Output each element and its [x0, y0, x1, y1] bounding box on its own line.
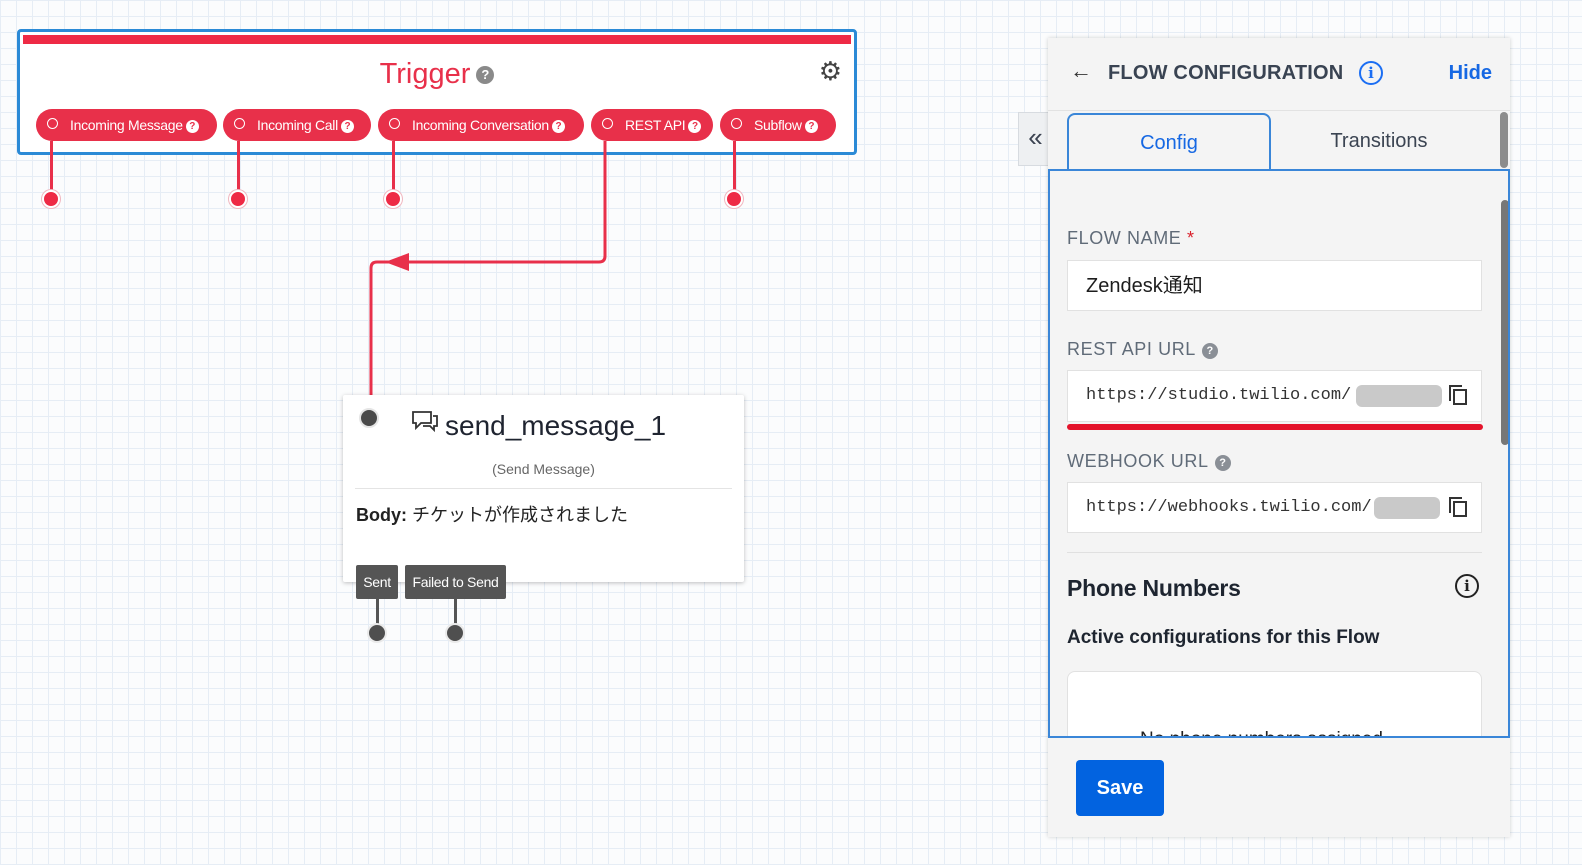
- hide-link[interactable]: Hide: [1448, 62, 1492, 84]
- webhook-url-field[interactable]: https://webhooks.twilio.com/: [1067, 482, 1482, 533]
- help-icon[interactable]: ?: [476, 66, 495, 85]
- trigger-widget[interactable]: Trigger? ⚙ Incoming Message? Incoming Ca…: [17, 29, 857, 155]
- radio-circle-icon: [234, 118, 245, 129]
- scrollbar[interactable]: [1500, 112, 1508, 168]
- rest-api-url-field[interactable]: https://studio.twilio.com/: [1067, 370, 1482, 422]
- connector-line: [392, 141, 395, 193]
- trigger-pill-rest-api[interactable]: REST API?: [591, 109, 713, 141]
- connector-line: [376, 599, 379, 625]
- webhook-url-label-text: WEBHOOK URL: [1067, 451, 1209, 471]
- help-icon[interactable]: ?: [804, 120, 818, 133]
- save-button[interactable]: Save: [1076, 760, 1164, 816]
- widget-body: Body: チケットが作成されました: [356, 501, 628, 527]
- widget-title: send_message_1: [411, 409, 666, 442]
- trigger-title: Trigger?: [20, 58, 854, 91]
- body-label: Body:: [356, 505, 407, 525]
- copy-icon[interactable]: [1449, 497, 1467, 517]
- connection-dot[interactable]: [384, 190, 402, 208]
- phone-numbers-title: Phone Numbers: [1067, 575, 1241, 601]
- flow-name-label-text: FLOW NAME: [1067, 228, 1182, 248]
- input-connection-dot[interactable]: [359, 408, 379, 428]
- radio-circle-icon: [47, 118, 58, 129]
- help-icon[interactable]: ?: [185, 120, 199, 133]
- help-icon[interactable]: ?: [688, 120, 702, 133]
- divider: [1067, 552, 1482, 553]
- tab-transitions[interactable]: Transitions: [1330, 130, 1428, 152]
- webhook-url-label: WEBHOOK URL?: [1067, 451, 1231, 472]
- connection-dot[interactable]: [42, 190, 60, 208]
- flow-name-label: FLOW NAME *: [1067, 228, 1195, 249]
- gears-icon[interactable]: ⚙: [818, 56, 842, 86]
- widget-title-text: send_message_1: [445, 410, 667, 441]
- trigger-pill-incoming-conversation[interactable]: Incoming Conversation?: [378, 109, 584, 141]
- rest-api-url-value: https://studio.twilio.com/: [1086, 386, 1352, 405]
- scrollbar[interactable]: [1501, 200, 1508, 445]
- webhook-url-value: https://webhooks.twilio.com/: [1086, 498, 1372, 517]
- help-icon[interactable]: ?: [340, 120, 354, 133]
- connector-line: [733, 141, 736, 193]
- connection-dot[interactable]: [367, 623, 387, 643]
- collapse-panel-button[interactable]: «: [1018, 112, 1052, 166]
- radio-circle-icon: [731, 118, 742, 129]
- flow-name-value: Zendesk通知: [1086, 275, 1203, 297]
- connection-dot[interactable]: [725, 190, 743, 208]
- pill-label: Subflow: [754, 117, 802, 133]
- pill-label: REST API: [625, 117, 686, 133]
- radio-circle-icon: [389, 118, 400, 129]
- radio-circle-icon: [602, 118, 613, 129]
- info-icon[interactable]: i: [1359, 61, 1383, 85]
- help-icon[interactable]: ?: [551, 120, 565, 133]
- phone-numbers-box: No phone numbers assigned: [1067, 671, 1482, 736]
- pill-label: Incoming Conversation: [412, 117, 549, 133]
- connector-line: [50, 141, 53, 193]
- trigger-title-text: Trigger: [379, 58, 471, 90]
- copy-icon[interactable]: [1449, 385, 1467, 405]
- arrow-left-icon[interactable]: ←: [1070, 58, 1092, 83]
- divider: [355, 488, 732, 489]
- active-configurations-label: Active configurations for this Flow: [1067, 627, 1380, 648]
- no-phone-numbers-text: No phone numbers assigned: [1140, 729, 1383, 736]
- connector-line: [454, 599, 457, 625]
- pill-label: Incoming Call: [257, 117, 338, 133]
- help-icon[interactable]: ?: [1201, 343, 1218, 359]
- transition-failed-to-send[interactable]: Failed to Send: [405, 565, 506, 599]
- transition-sent[interactable]: Sent: [356, 565, 398, 599]
- panel-title: FLOW CONFIGURATION: [1108, 62, 1344, 84]
- arrowhead-icon: [385, 253, 409, 271]
- flow-configuration-panel: ← FLOW CONFIGURATION i Hide Config Trans…: [1048, 38, 1510, 837]
- body-value: チケットが作成されました: [412, 505, 629, 525]
- redacted-blur: [1356, 385, 1442, 407]
- rest-api-url-label: REST API URL?: [1067, 339, 1218, 360]
- panel-header: ← FLOW CONFIGURATION i Hide: [1048, 38, 1510, 111]
- flow-name-field[interactable]: Zendesk通知: [1067, 260, 1482, 311]
- widget-subtitle: (Send Message): [492, 461, 595, 477]
- trigger-pill-incoming-message[interactable]: Incoming Message?: [36, 109, 217, 141]
- connector-line: [237, 141, 240, 193]
- chat-icon: [411, 409, 439, 440]
- trigger-pill-incoming-call[interactable]: Incoming Call?: [223, 109, 371, 141]
- pill-label: Incoming Message: [70, 117, 183, 133]
- info-icon[interactable]: i: [1455, 574, 1479, 598]
- connection-dot[interactable]: [445, 623, 465, 643]
- help-icon[interactable]: ?: [1214, 455, 1231, 471]
- rest-api-url-label-text: REST API URL: [1067, 339, 1196, 359]
- connection-dot[interactable]: [229, 190, 247, 208]
- send-message-widget[interactable]: send_message_1 (Send Message) Body: チケット…: [343, 395, 744, 582]
- highlight-underline: [1067, 424, 1483, 430]
- tab-config[interactable]: Config: [1067, 113, 1271, 169]
- config-form: FLOW NAME * Zendesk通知 REST API URL? http…: [1048, 169, 1510, 738]
- trigger-pill-subflow[interactable]: Subflow?: [720, 109, 836, 141]
- redacted-blur: [1374, 497, 1440, 519]
- trigger-top-bar: [23, 35, 851, 44]
- required-mark: *: [1187, 228, 1195, 248]
